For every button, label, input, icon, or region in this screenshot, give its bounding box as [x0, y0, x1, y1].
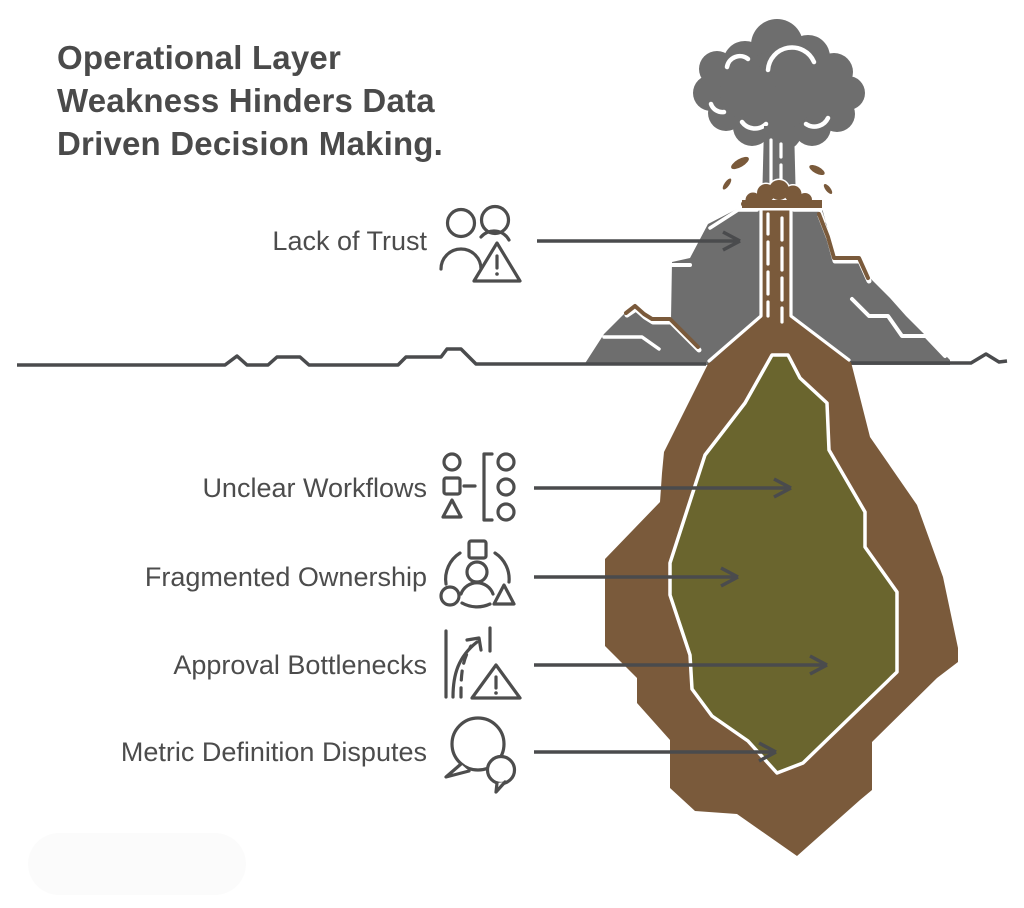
smoke-cloud-icon	[693, 19, 865, 151]
ground-line	[17, 347, 1008, 367]
label-metric-definition-disputes: Metric Definition Disputes	[120, 737, 427, 767]
arrow-unclear-workflows	[534, 477, 792, 499]
person-shapes-icon	[439, 539, 516, 609]
label-approval-bottlenecks: Approval Bottlenecks	[173, 650, 427, 680]
speech-bubbles-icon	[444, 716, 517, 794]
shape-sorting-icon	[441, 452, 516, 522]
arrow-lack-of-trust	[537, 230, 741, 252]
label-lack-of-trust: Lack of Trust	[272, 226, 427, 256]
arrow-metric-disputes	[534, 741, 777, 763]
crater-lava-mound	[736, 178, 826, 211]
lane-merge-warning-icon	[444, 626, 522, 700]
volcano-conduit	[707, 202, 851, 364]
label-fragmented-ownership: Fragmented Ownership	[144, 562, 427, 592]
lava-splashes	[722, 156, 833, 194]
people-warning-icon	[439, 204, 522, 283]
label-unclear-workflows: Unclear Workflows	[202, 473, 427, 503]
pointer-arrows	[534, 230, 828, 763]
arrow-fragmented-ownership	[534, 566, 739, 588]
watermark-blob	[28, 833, 246, 895]
page-title: Operational Layer Weakness Hinders Data …	[57, 39, 444, 162]
arrow-approval-bottlenecks	[534, 654, 828, 676]
magma-pocket	[668, 353, 899, 775]
